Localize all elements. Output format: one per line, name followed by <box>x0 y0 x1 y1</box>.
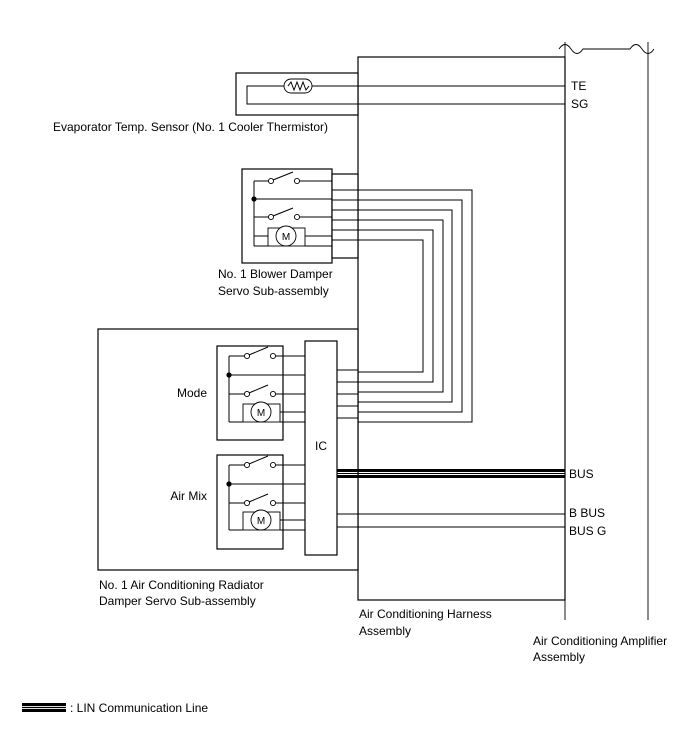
ic-block <box>304 340 338 556</box>
legend-lin-label: : LIN Communication Line <box>70 701 208 715</box>
sg-label: SG <box>571 97 588 111</box>
radiator-damper-label-line1: No. 1 Air Conditioning Radiator <box>99 578 264 592</box>
evaporator-sensor-label: Evaporator Temp. Sensor (No. 1 Cooler Th… <box>53 120 328 134</box>
air-mix-label: Air Mix <box>170 489 207 503</box>
motor-label: M <box>282 232 290 243</box>
b-bus-label: B BUS <box>569 506 605 520</box>
radiator-damper-label-line2: Damper Servo Sub-assembly <box>99 594 256 608</box>
motor-label: M <box>257 516 265 527</box>
mode-label: Mode <box>177 386 207 400</box>
legend: : LIN Communication Line <box>22 701 208 715</box>
amplifier-label-line2: Assembly <box>533 650 585 664</box>
bus-lines <box>337 469 565 528</box>
motor-icon <box>275 225 297 247</box>
bus-g-label: BUS G <box>569 524 606 538</box>
blower-damper-label-line2: Servo Sub-assembly <box>218 284 329 298</box>
ic-label: IC <box>315 439 327 453</box>
harness-label-line2: Assembly <box>359 624 411 638</box>
motor-icon <box>250 509 272 531</box>
harness-routing <box>332 189 473 423</box>
amplifier-label-line1: Air Conditioning Amplifier <box>533 634 667 648</box>
te-label: TE <box>571 79 586 93</box>
lin-line-symbol <box>22 703 66 706</box>
motor-icon <box>250 401 272 423</box>
evaporator-sensor <box>235 72 565 116</box>
motor-label: M <box>257 408 265 419</box>
bus-label: BUS <box>569 467 594 481</box>
harness-label-line1: Air Conditioning Harness <box>359 607 492 621</box>
blower-damper-label-line1: No. 1 Blower Damper <box>218 267 333 281</box>
blower-damper-servo: M <box>241 168 359 264</box>
radiator-damper-servo: M M IC <box>97 328 359 571</box>
